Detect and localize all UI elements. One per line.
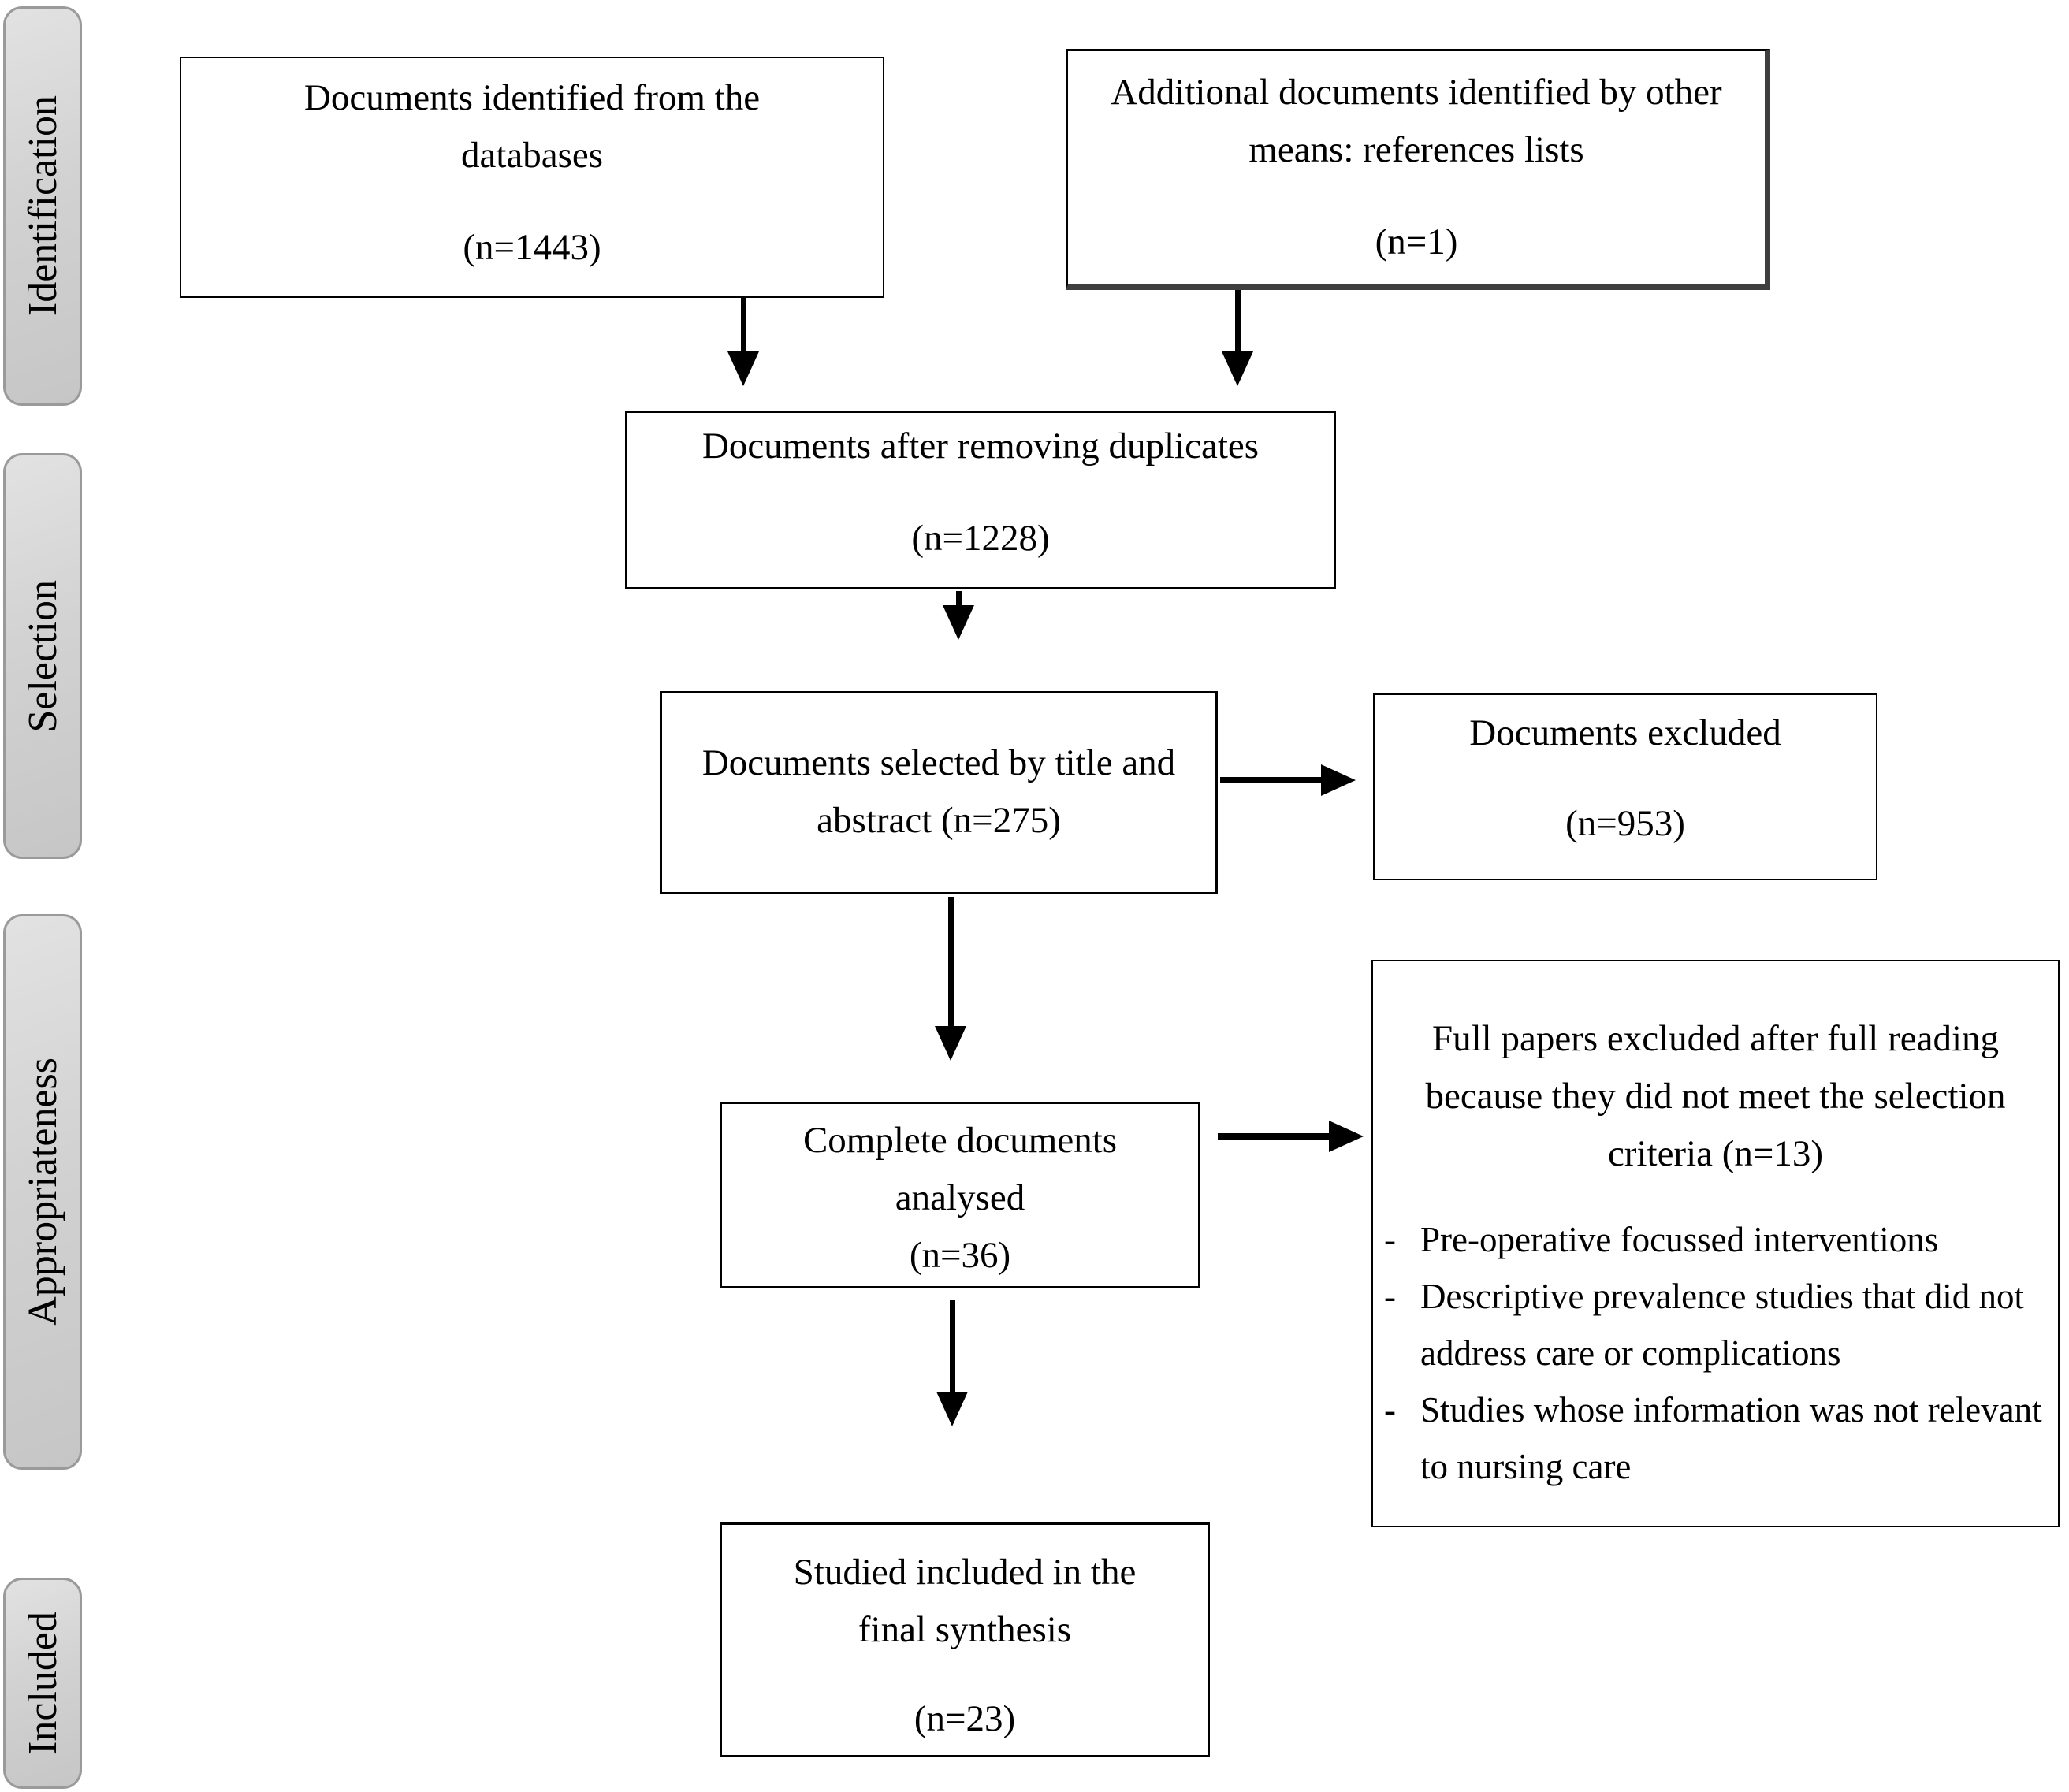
stage-badge-included: Included [3,1578,82,1789]
arrow-head-down-icon [936,1392,968,1426]
box-documents-excluded: Documents excluded (n=953) [1373,693,1877,880]
box-included-final-synthesis-count: (n=23) [914,1698,1016,1739]
arrow-head-down-icon [943,605,974,640]
arrow-analysed-to-final [936,1300,968,1426]
box-included-final-synthesis-title: Studied included in the final synthesis [793,1552,1137,1650]
box-included-final-synthesis: Studied included in the final synthesis … [720,1522,1210,1757]
box-complete-documents-analysed: Complete documents analysed (n=36) [720,1102,1200,1288]
arrow-stem [1234,290,1241,353]
box-documents-excluded-count: (n=953) [1565,803,1685,844]
bullet-dash: - [1384,1220,1396,1259]
arrow-identified-to-duplicates [727,298,759,386]
bullet-dash: - [1384,1390,1396,1430]
box-selected-by-title-abstract-title: Documents selected by title and abstract… [701,742,1176,841]
stage-badge-selection: Selection [3,453,82,859]
arrow-duplicates-to-selected [943,591,974,640]
bullet-dash: - [1384,1277,1396,1316]
arrow-stem [740,298,746,353]
box-after-removing-duplicates-count: (n=1228) [911,518,1050,559]
box-after-removing-duplicates: Documents after removing duplicates (n=1… [625,411,1336,589]
stage-label-selection: Selection [20,579,65,733]
box-complete-documents-analysed-title: Complete documents analysed [802,1120,1118,1218]
exclusion-reason-1: Pre-operative focussed interventions [1420,1220,1939,1259]
box-after-removing-duplicates-title: Documents after removing duplicates [701,426,1260,467]
box-additional-documents-count: (n=1) [1375,221,1458,262]
arrow-head-down-icon [935,1026,966,1061]
list-item: - Descriptive prevalence studies that di… [1384,1268,2047,1381]
list-item: - Pre-operative focussed interventions [1384,1211,2047,1268]
box-full-papers-excluded: Full papers excluded after full reading … [1371,960,2060,1527]
stage-badge-identification: Identification [3,6,82,406]
box-additional-documents-title: Additional documents identified by other… [1111,72,1722,170]
stage-label-identification: Identification [20,95,65,317]
arrow-stem [1218,1133,1332,1140]
arrow-additional-to-duplicates [1222,290,1253,386]
box-complete-documents-analysed-count: (n=36) [909,1235,1011,1276]
stage-label-appropriateness: Appropriateness [20,1058,65,1326]
box-documents-excluded-title: Documents excluded [1469,712,1781,753]
box-selected-by-title-abstract: Documents selected by title and abstract… [660,691,1218,894]
exclusion-reason-2: Descriptive prevalence studies that did … [1420,1277,2025,1373]
box-additional-documents: Additional documents identified by other… [1066,49,1770,290]
stage-label-included: Included [20,1612,65,1755]
arrow-selected-to-analysed [935,897,966,1061]
exclusion-reason-3: Studies whose information was not releva… [1420,1390,2042,1486]
stage-badge-appropriateness: Appropriateness [3,914,82,1470]
arrow-head-right-icon [1321,764,1356,796]
arrow-analysed-to-fullpapers-excluded [1218,1121,1364,1152]
box-documents-identified-title: Documents identified from the databases [303,77,761,176]
arrow-stem [1220,777,1324,783]
box-documents-identified: Documents identified from the databases … [180,57,884,298]
exclusion-reasons-list: - Pre-operative focussed interventions -… [1384,1211,2047,1495]
arrow-stem [955,591,962,607]
arrow-stem [949,1300,955,1393]
box-full-papers-excluded-title: Full papers excluded after full reading … [1425,1018,2006,1174]
arrow-stem [947,897,954,1028]
box-documents-identified-count: (n=1443) [463,227,601,268]
list-item: - Studies whose information was not rele… [1384,1381,2047,1495]
arrow-head-down-icon [727,351,759,386]
arrow-head-down-icon [1222,351,1253,386]
arrow-selected-to-excluded [1220,764,1356,796]
arrow-head-right-icon [1329,1121,1364,1152]
